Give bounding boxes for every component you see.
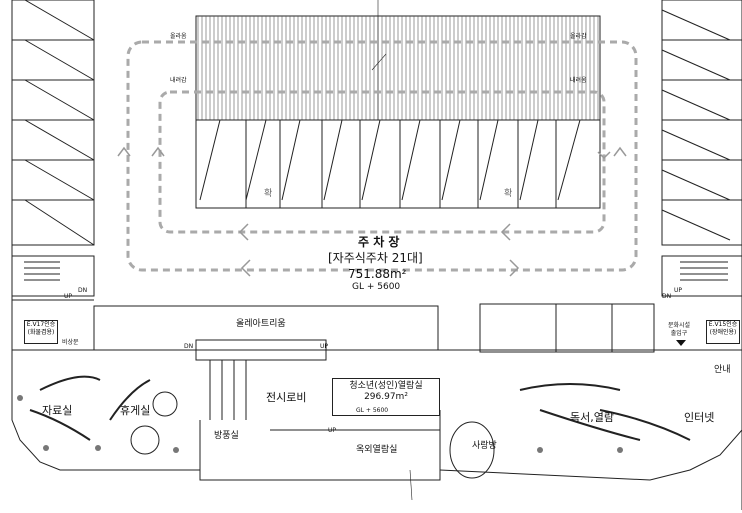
lower-left-wall [11,350,200,471]
stair-dn-left: DN [78,287,88,294]
right-parking-block [661,0,742,246]
room-exhibition-lobby: 전시로비 [266,391,307,404]
atrium-label: 올레아트리움 [236,319,286,329]
outdoor-reading-wall [199,410,441,481]
parking-area: 751.88m² [348,267,407,281]
culture-entrance: 문화시설 출입구 [668,322,691,337]
stair-up-left: UP [64,293,73,300]
room-lounge: 휴게실 [120,404,151,417]
outdoor-stair-up: UP [328,427,337,434]
ev17-label: E.V17인승 (화물겸용) [24,320,58,344]
youth-room-level: GL + 5600 [356,407,389,414]
ramp-up-left: 올라옴 [170,33,187,40]
main-stair-dn: DN [184,343,194,350]
main-stair [195,339,327,361]
room-info: 안내 [714,365,731,375]
youth-room-area: 296.97m² [364,392,408,402]
toilet-block [479,303,655,353]
room-emergency: 비상문 [62,339,79,346]
lower-right-wall [439,429,742,481]
entrance-arrow-icon [676,340,686,346]
parking-level: GL + 5600 [352,282,401,292]
parking-capacity: [자주식주차 21대] [328,251,423,265]
ramp-mark-1: 확 [264,189,273,199]
room-outdoor-reading: 옥외열람실 [356,445,398,455]
ideas-room-table [449,421,495,479]
room-internet: 인터넷 [684,411,715,424]
room-archive: 자료실 [42,404,73,417]
right-stair [661,255,742,297]
left-stair [11,255,95,297]
room-ideas: 사랑방 [472,441,497,451]
inner-drive-loop [158,90,606,234]
left-parking-block [11,0,95,246]
ramp-down-right: 내려옴 [570,77,587,84]
parking-title: 주 차 장 [358,235,400,249]
outer-drive-loop [126,40,638,272]
stair-up-right: UP [674,287,683,294]
ev15-label: E.V15인승 (장애인용) [706,320,740,344]
main-stair-up: UP [320,343,329,350]
room-reading: 독서,열람 [570,411,614,424]
central-stalls [195,119,601,209]
youth-room-label-box: 청소년(성인)열람실 296.97m² [332,378,440,416]
ramp-down-left: 내려감 [170,77,187,84]
youth-room-title: 청소년(성인)열람실 [349,381,423,391]
ramp-up-right: 올라감 [570,33,587,40]
room-broadcast: 방풍실 [214,431,239,441]
ramp-mark-2: 확 [504,189,513,199]
stair-dn-right: DN [662,293,672,300]
